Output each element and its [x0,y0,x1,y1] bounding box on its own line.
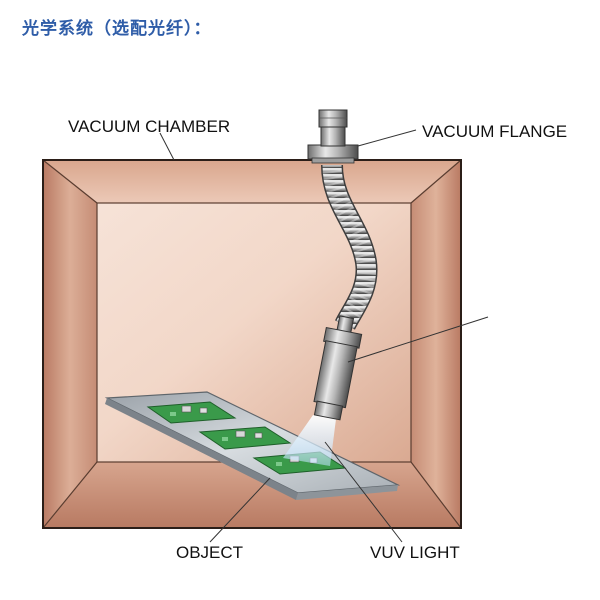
chamber-right-wall [411,160,461,528]
vuv-light-beam [283,415,336,466]
leader-vuv-light [324,441,403,543]
chamber-top-wall [43,160,461,203]
leader-vacuum-chamber [159,132,175,161]
label-object: OBJECT [176,543,243,562]
label-vacuum-chamber: VACUUM CHAMBER [68,117,230,136]
pcb-board-1 [146,401,237,424]
vuv-light-head [313,315,363,421]
leader-vacuum-flange [357,129,417,147]
page-heading: 光学系统（选配光纤）： [22,19,212,39]
label-vuv-light: VUV LIGHT [370,543,460,562]
leader-light-head [347,316,489,363]
pcb-board-2 [198,426,292,450]
chamber-left-wall [43,160,97,528]
leader-object [209,477,271,543]
vacuum-flange [307,109,359,164]
label-vacuum-flange: VACUUM FLANGE [422,122,567,141]
